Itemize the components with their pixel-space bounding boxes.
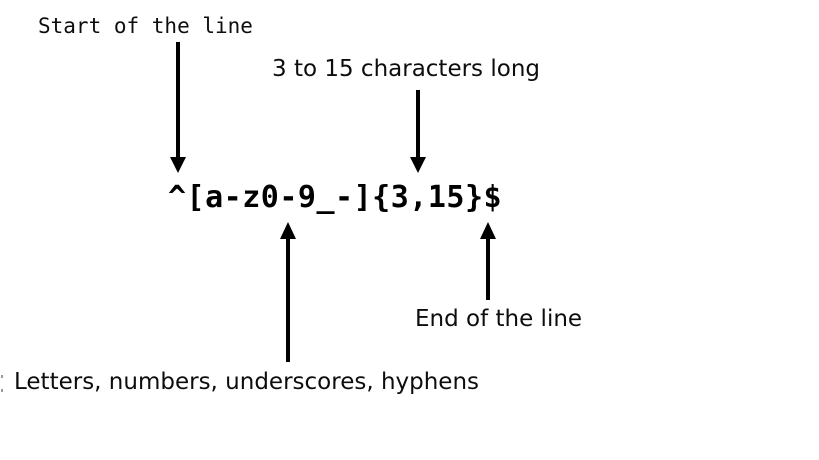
arrow-up-end-of-line <box>480 222 496 300</box>
regex-expression: ^[a-z0-9_-]{3,15}$ <box>168 180 503 215</box>
clipped-glyph-artifact-top <box>1 375 3 378</box>
clipped-glyph-artifact-bottom <box>1 389 3 392</box>
annotation-label-character-class: Letters, numbers, underscores, hyphens <box>14 369 480 395</box>
arrow-up-character-class <box>280 222 296 362</box>
annotation-label-length-quantifier: 3 to 15 characters long <box>272 56 540 82</box>
annotation-label-start-of-line: Start of the line <box>38 14 253 38</box>
arrow-down-start-of-line <box>170 42 186 173</box>
arrow-down-length-quantifier <box>410 90 426 173</box>
annotation-label-end-of-line: End of the line <box>415 306 583 332</box>
